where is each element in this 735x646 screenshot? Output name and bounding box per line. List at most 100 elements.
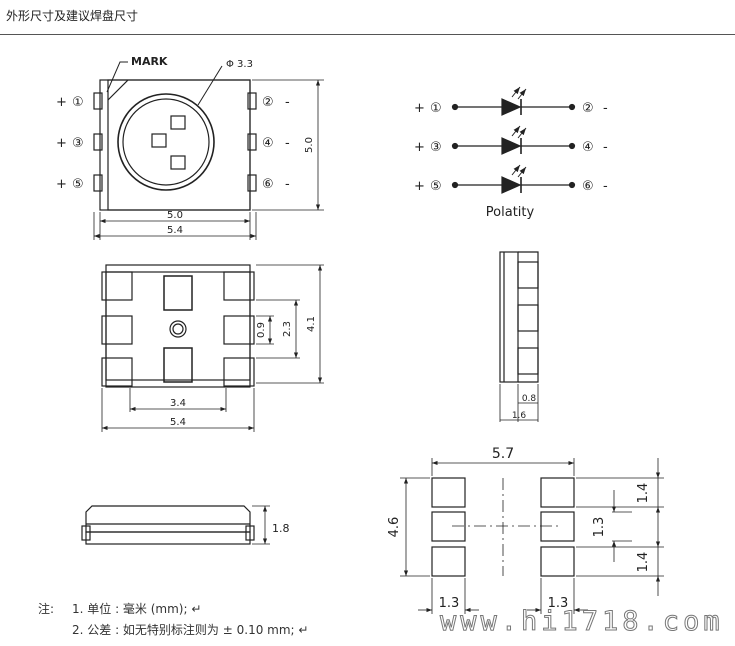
side-lead	[517, 347, 539, 375]
dim-pad-height-bottom: 1.4	[636, 552, 651, 573]
schematic-in-pin: ⑤	[430, 179, 442, 194]
dim-pad-pitch: 0.9	[256, 322, 267, 338]
top-view	[93, 61, 324, 240]
schematic-out-pin: ②	[582, 101, 594, 116]
lens-outer	[117, 93, 215, 191]
pin-sign-right: -	[285, 95, 290, 110]
notes-prefix: 注:	[38, 602, 55, 616]
center-pad-bottom	[163, 347, 193, 383]
dim-total-height: 4.6	[387, 517, 402, 538]
lead-4	[247, 133, 257, 151]
lead-5	[93, 174, 103, 192]
page-title: 外形尺寸及建议焊盘尺寸	[6, 9, 139, 23]
dim-lead: 0.8	[522, 394, 537, 404]
dim-pad-pitch: 1.3	[592, 517, 607, 538]
front-lead-right	[245, 525, 255, 541]
lens-leader	[197, 65, 223, 106]
bottom-pad-4	[223, 315, 255, 345]
dim-pad-height-top: 1.4	[636, 483, 651, 504]
polarity-schematic	[451, 86, 576, 194]
pin-sign-right: -	[285, 136, 290, 151]
lead-1	[93, 92, 103, 110]
pin-sign-left: +	[56, 95, 67, 110]
led-symbol	[501, 176, 522, 194]
land-pad-right-1	[540, 477, 575, 508]
schematic-out-pin: ④	[582, 140, 594, 155]
land-pad-left-2	[431, 511, 466, 542]
light-arrow	[517, 166, 527, 178]
bottom-body	[105, 264, 251, 388]
pin-number-5: ⑤	[72, 177, 84, 192]
pin-number-1: ①	[72, 95, 84, 110]
led-symbol	[501, 137, 522, 155]
light-arrow	[517, 88, 527, 100]
dim-height: 5.0	[304, 137, 315, 153]
dim-inner-width: 3.4	[170, 398, 186, 409]
side-lead	[517, 304, 539, 332]
polarity-caption: Polatity	[486, 205, 535, 220]
schematic-minus: -	[603, 179, 608, 194]
dim-pad-width-left: 1.3	[439, 596, 460, 611]
side-lens-profile	[518, 251, 539, 383]
pad-layout	[400, 458, 664, 614]
dim-outer-width: 5.4	[170, 417, 186, 428]
light-arrow	[511, 164, 521, 176]
watermark: www.hi1718.com	[440, 606, 724, 638]
bottom-body-inner	[105, 271, 251, 381]
side-view-right	[499, 251, 539, 422]
note-line-1: 1. 单位 : 毫米 (mm); ↵	[72, 602, 202, 616]
chip-2	[151, 133, 167, 148]
front-body	[85, 505, 251, 533]
center-ring-outer	[169, 320, 187, 338]
mark-chamfer	[107, 79, 129, 101]
dim-total-width: 5.7	[492, 446, 514, 462]
lens-inner	[122, 98, 210, 186]
lead-2	[247, 92, 257, 110]
light-arrow	[517, 127, 527, 139]
pin-number-2: ②	[262, 95, 274, 110]
chip-3	[170, 155, 186, 170]
schematic-out-pin: ⑥	[582, 179, 594, 194]
dim-inner-width: 5.0	[167, 210, 183, 221]
pin-sign-left: +	[56, 136, 67, 151]
dim-pad-span: 2.3	[282, 321, 293, 337]
schematic-in-pin: ①	[430, 101, 442, 116]
pin-number-6: ⑥	[262, 177, 274, 192]
led-symbol	[501, 98, 522, 116]
top-body-inner	[107, 79, 251, 211]
pin-sign-left: +	[56, 177, 67, 192]
note-line-2: 2. 公差 : 如无特别标注则为 ± 0.10 mm; ↵	[72, 623, 309, 637]
dim-thickness: 1.6	[512, 411, 527, 421]
light-arrow	[511, 86, 521, 98]
light-arrow	[511, 125, 521, 137]
front-base	[85, 531, 251, 545]
bottom-pad-3	[101, 315, 133, 345]
pin-number-4: ④	[262, 136, 274, 151]
schematic-minus: -	[603, 101, 608, 116]
lead-6	[247, 174, 257, 192]
side-view-front	[81, 505, 270, 545]
terminal-dot	[568, 181, 576, 189]
front-lead-left	[81, 525, 91, 541]
bottom-pad-6	[223, 357, 255, 387]
pin-sign-right: -	[285, 177, 290, 192]
dim-body-height: 4.1	[306, 316, 317, 332]
header-divider	[0, 34, 735, 35]
bottom-view	[101, 264, 324, 432]
bottom-pad-2	[223, 271, 255, 301]
schematic-in-pin: ③	[430, 140, 442, 155]
bottom-pad-5	[101, 357, 133, 387]
chip-1	[170, 115, 186, 130]
land-pad-right-2	[540, 511, 575, 542]
dim-outer-width: 5.4	[167, 225, 183, 236]
schematic-minus: -	[603, 140, 608, 155]
mark-leader	[106, 61, 128, 93]
land-pad-left-3	[431, 546, 466, 577]
side-lead	[517, 261, 539, 289]
lens-diameter-label: Φ 3.3	[226, 59, 253, 70]
dim-height: 1.8	[272, 522, 290, 535]
center-ring-inner	[172, 323, 184, 335]
schematic-plus: +	[414, 179, 425, 194]
